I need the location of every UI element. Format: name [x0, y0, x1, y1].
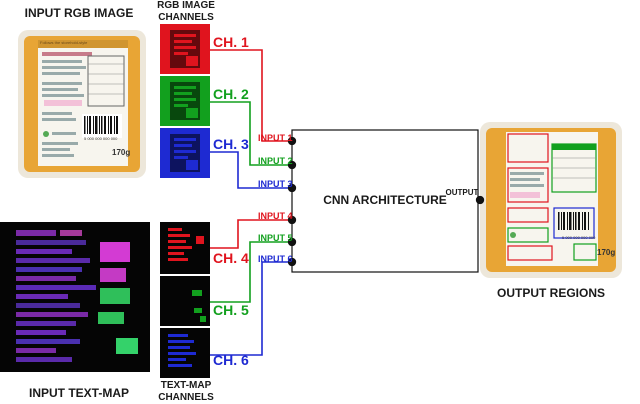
- input-text-map: [0, 222, 150, 372]
- output-label: OUTPUT: [445, 188, 479, 197]
- textmap-channels-label-line2: CHANNELS: [158, 392, 214, 403]
- rgb-label-barcode-digits: 5 000 000 000 000: [84, 136, 118, 141]
- ch5-label: CH. 5: [213, 302, 249, 318]
- input5-label: INPUT 5: [258, 233, 293, 243]
- ch6-label: CH. 6: [213, 352, 249, 368]
- input6-label: INPUT 6: [258, 254, 293, 264]
- input4-label: INPUT 4: [258, 211, 293, 221]
- input1-label: INPUT 1: [258, 133, 293, 143]
- input-textmap-label: INPUT TEXT-MAP: [28, 386, 129, 400]
- textmap-channel-tiles: [160, 222, 210, 378]
- input3-label: INPUT 3: [258, 179, 293, 189]
- rgb-channels-label-line1: RGB IMAGE: [157, 0, 215, 11]
- cnn-architecture-label: CNN ARCHITECTURE: [323, 193, 447, 207]
- output-label-weight: 170g: [597, 248, 616, 257]
- cnn-box: [291, 129, 479, 273]
- input-rgb-label: INPUT RGB IMAGE: [24, 6, 134, 20]
- ch2-label: CH. 2: [213, 86, 249, 102]
- ch3-label: CH. 3: [213, 136, 249, 152]
- output-image: [480, 122, 622, 278]
- rgb-channel-tiles: [160, 24, 210, 178]
- rgb-channels-label-line2: CHANNELS: [158, 12, 214, 23]
- rgb-label-weight: 170g: [112, 148, 131, 157]
- textmap-channels-label-line1: TEXT-MAP: [160, 380, 212, 391]
- ch4-label: CH. 4: [213, 250, 249, 266]
- rgb-label-brand: Follows the storehold-style: [40, 40, 88, 45]
- ch1-label: CH. 1: [213, 34, 249, 50]
- input2-label: INPUT 2: [258, 156, 293, 166]
- output-regions-label: OUTPUT REGIONS: [496, 286, 605, 300]
- output-label-barcode-digits: 5 000 000 000 000: [562, 235, 596, 240]
